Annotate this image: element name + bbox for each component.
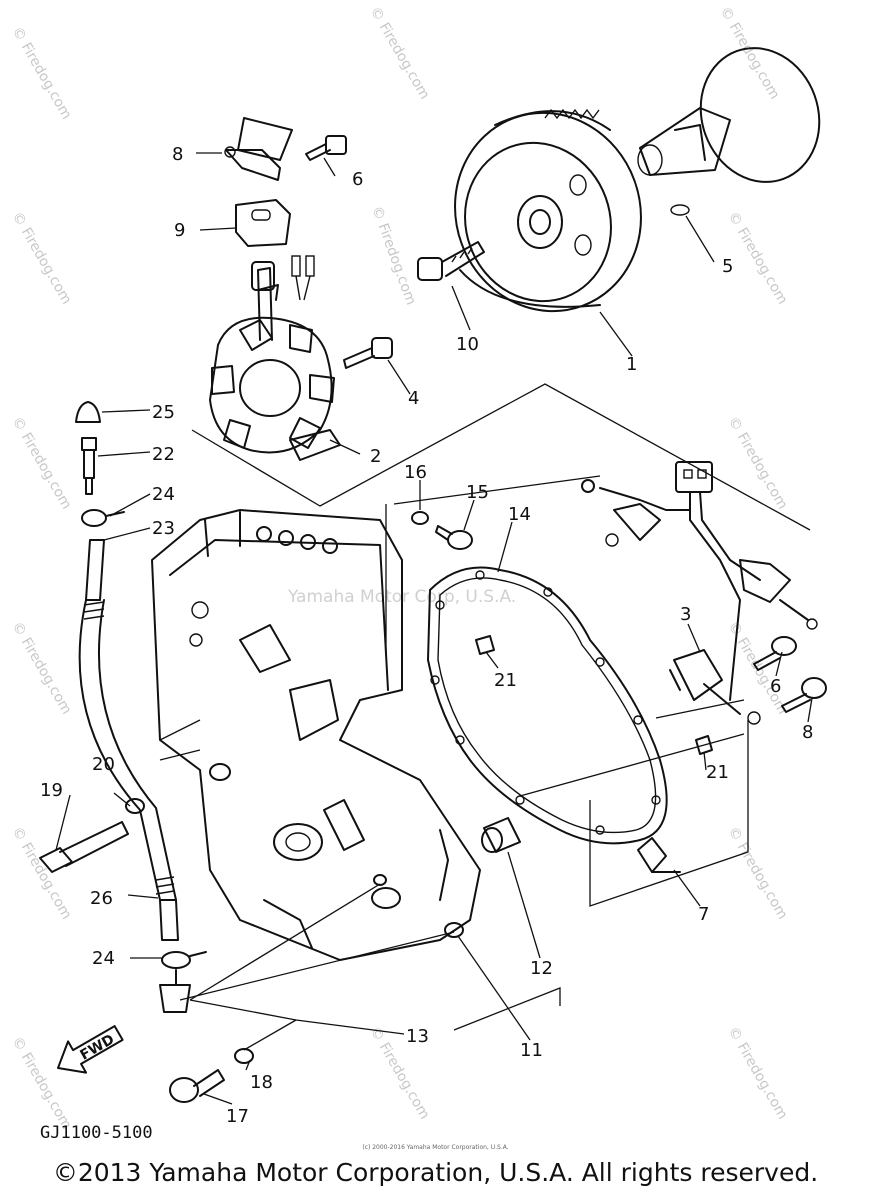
callout-21: 21 [494,670,517,691]
callout-25: 25 [152,402,175,423]
washer-18 [234,1048,254,1064]
callout-23: 23 [152,518,175,539]
callout-10: 10 [456,334,479,355]
callout-19: 19 [40,780,63,801]
diagram-code: GJ1100-5100 [40,1123,153,1143]
watermark: © Firedog.com [368,204,419,307]
stator-assembly [209,255,341,461]
grommet [235,199,291,247]
watermark: © Firedog.com [9,24,75,122]
starter-clutch-hub [637,47,821,216]
bolt-19 [39,821,129,873]
watermark: © Firedog.com [725,1024,791,1122]
callout-18: 18 [250,1072,273,1093]
lead-clamp [224,117,293,181]
dowel-pin [475,635,495,655]
callout-17: 17 [226,1106,249,1127]
callout-9: 9 [174,220,185,241]
stator-frame [191,383,811,531]
watermark: © Firedog.com [9,619,75,717]
callout-1: 1 [626,354,637,375]
washer-16 [411,511,429,525]
callout-6-right: 6 [770,676,781,697]
dowel-pin [695,735,713,755]
callout-labels: 8 6 9 5 10 1 4 25 22 2 16 24 15 14 23 3 … [40,144,813,1127]
flywheel-nut [417,241,485,281]
bolt-8-right [781,677,827,713]
callout-24-lower: 24 [92,948,115,969]
callout-14: 14 [508,504,531,525]
cover-gasket [427,566,668,845]
callout-13: 13 [406,1026,429,1047]
cable-clamp [637,837,681,873]
oil-seal-11 [444,922,464,938]
flywheel-rotor [454,108,642,313]
callout-7: 7 [698,904,709,925]
bolt-6-right [753,636,797,671]
copyright-notice: ©2013 Yamaha Motor Corporation, U.S.A. A… [52,1158,819,1187]
bolt-6-top [305,135,347,161]
leader-lines [55,152,813,1105]
watermark: © Firedog.com [9,824,75,922]
callout-21-right: 21 [706,762,729,783]
pickup-coil-harness [581,461,818,725]
breather-hose-assembly [75,401,207,1013]
crankcase-cover [151,509,481,961]
watermark: © Firedog.com [717,4,783,102]
callout-20: 20 [92,754,115,775]
watermark: © Firedog.com [9,209,75,307]
callout-8: 8 [172,144,183,165]
callout-8-right: 8 [802,722,813,743]
callout-22: 22 [152,444,175,465]
bushing-12 [481,817,521,853]
callout-15: 15 [466,482,489,503]
callout-5: 5 [722,256,733,277]
forward-arrow: FWD [57,1025,124,1074]
callout-24: 24 [152,484,175,505]
callout-2: 2 [370,446,381,467]
watermark: © Firedog.com [725,414,791,512]
callout-26: 26 [90,888,113,909]
callout-6: 6 [352,169,363,190]
small-copyright: (c) 2000-2016 Yamaha Motor Corporation, … [362,1144,509,1151]
callout-11: 11 [520,1040,543,1061]
plug-15 [435,525,473,550]
bolt-17 [169,1069,225,1103]
washer-20 [125,798,145,814]
watermark: © Firedog.com [725,209,791,307]
stator-bolt [343,337,393,369]
watermark: © Firedog.com [9,414,75,512]
callout-16: 16 [404,462,427,483]
watermark: © Firedog.com [725,824,791,922]
callout-3: 3 [680,604,691,625]
watermark: © Firedog.com [367,4,433,102]
callout-12: 12 [530,958,553,979]
callout-4: 4 [408,388,419,409]
